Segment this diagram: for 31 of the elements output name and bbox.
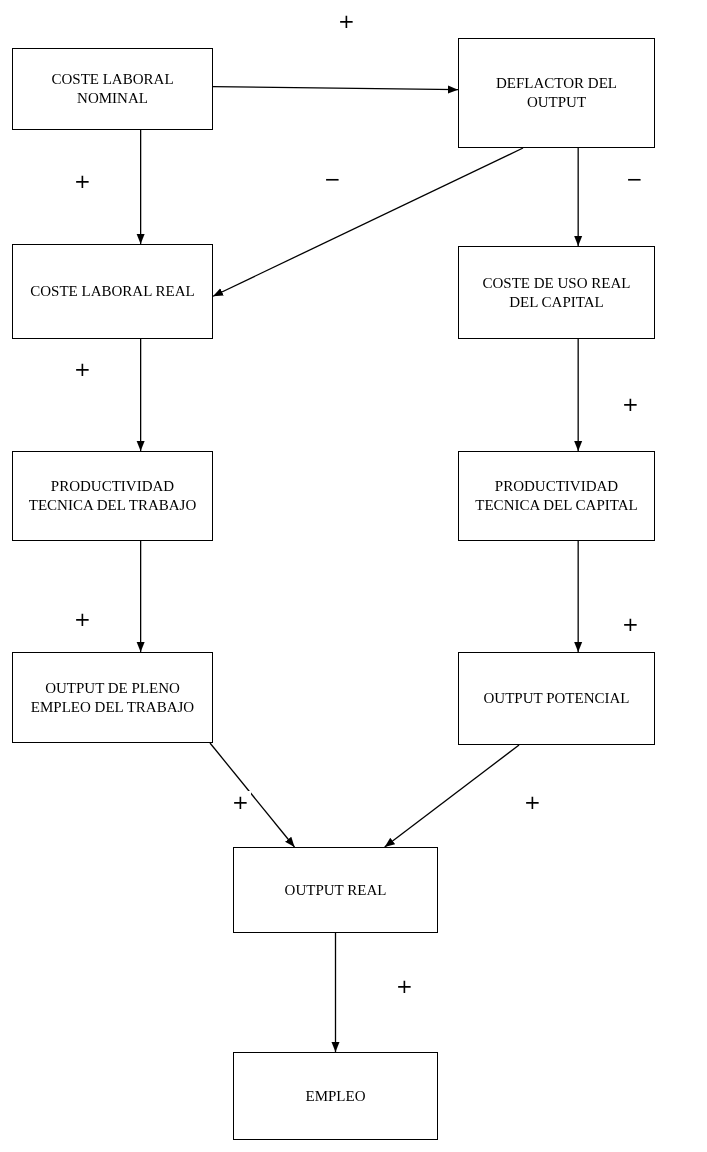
arrow xyxy=(212,85,459,94)
arrow xyxy=(574,147,583,247)
arrow xyxy=(384,744,520,848)
box-label: OUTPUT POTENCIAL xyxy=(483,689,630,708)
arrow xyxy=(136,540,145,653)
arrow xyxy=(574,338,583,452)
arrow xyxy=(212,147,524,297)
box-label: DEFLACTOR DEL OUTPUT xyxy=(495,74,618,112)
box-label: PRODUCTIVIDAD TECNICA DEL CAPITAL xyxy=(474,477,639,515)
arrow xyxy=(136,129,145,245)
arrow xyxy=(331,932,340,1053)
box-label: COSTE LABORAL NOMINAL xyxy=(50,70,175,108)
process-box xyxy=(458,246,655,339)
box-label: OUTPUT REAL xyxy=(284,880,387,900)
arrow xyxy=(209,742,296,848)
process-box xyxy=(458,652,655,745)
process-box xyxy=(458,38,655,148)
arrow xyxy=(574,540,583,653)
box-label: OUTPUT DE PLENO EMPLEO DEL TRABAJO xyxy=(29,678,196,717)
process-box xyxy=(233,847,438,933)
process-box xyxy=(12,451,213,541)
box-label: COSTE LABORAL REAL xyxy=(30,282,195,301)
box-label: EMPLEO xyxy=(305,1086,366,1106)
box-label: PRODUCTIVIDAD TECNICA DEL TRABAJO xyxy=(27,477,198,515)
process-box xyxy=(458,451,655,541)
process-box xyxy=(233,1052,438,1140)
box-label: COSTE DE USO REAL DEL CAPITAL xyxy=(481,273,632,312)
process-box xyxy=(12,48,213,130)
process-box xyxy=(12,244,213,339)
arrow xyxy=(136,338,145,452)
process-box xyxy=(12,652,213,743)
